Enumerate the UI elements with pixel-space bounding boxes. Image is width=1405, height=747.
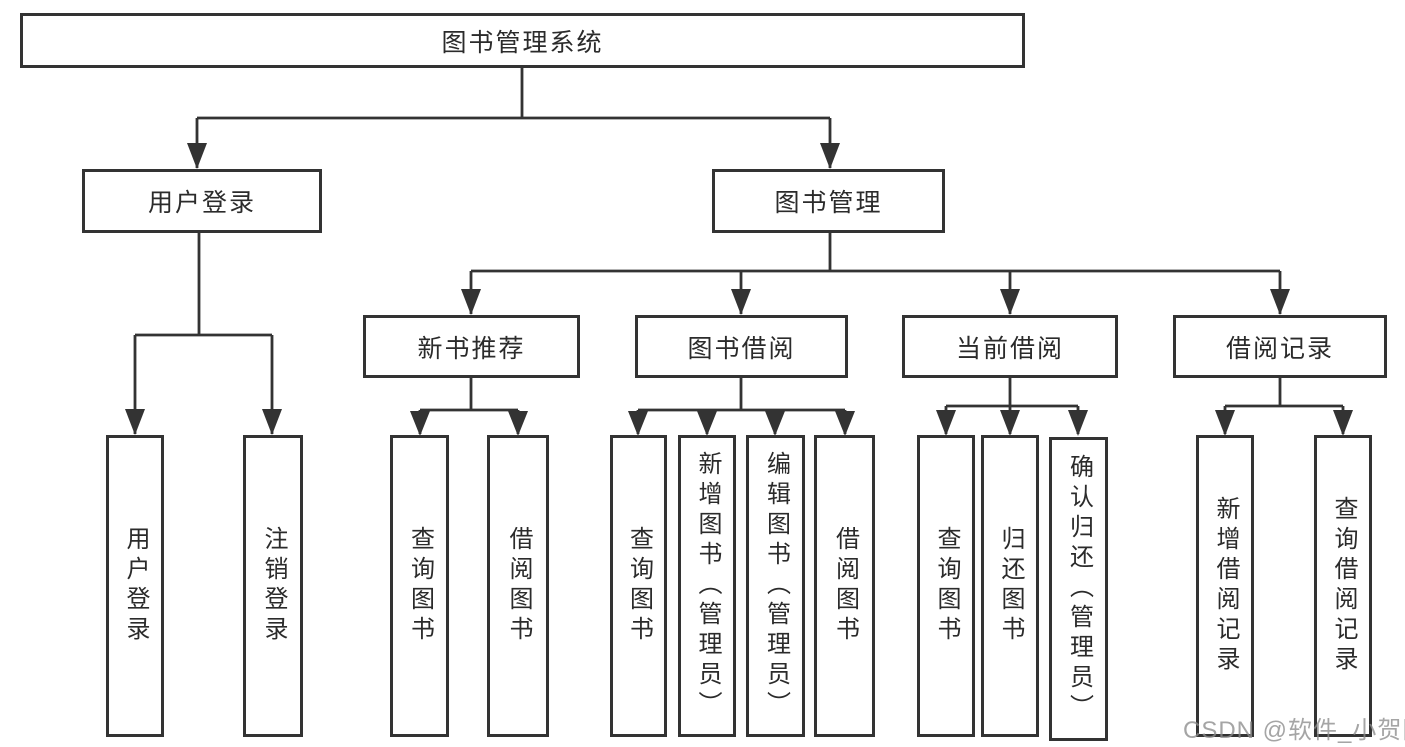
leaf-edit-book-admin: 编辑图书（管理员） [746, 435, 805, 737]
leaf-user-login: 用户登录 [106, 435, 164, 737]
leaf-add-book-admin-label: 新增图书（管理员） [694, 451, 721, 721]
leaf-edit-book-admin-label: 编辑图书（管理员） [762, 451, 790, 721]
node-book-management: 图书管理 [712, 169, 945, 233]
leaf-query-book-1-label: 查询图书 [406, 526, 434, 646]
connector-paths [133, 68, 1345, 434]
node-borrow-record-label: 借阅记录 [1225, 334, 1334, 363]
leaf-query-book-2: 查询图书 [610, 435, 667, 737]
leaf-query-borrow-record: 查询借阅记录 [1314, 435, 1372, 737]
leaf-confirm-return-admin: 确认归还（管理员） [1049, 437, 1108, 741]
leaf-user-login-label: 用户登录 [122, 526, 149, 646]
leaf-return-book-label: 归还图书 [997, 526, 1024, 646]
node-user-login-label: 用户登录 [147, 189, 256, 217]
node-root: 图书管理系统 [20, 13, 1025, 68]
node-borrow-record: 借阅记录 [1173, 315, 1387, 378]
leaf-query-book-1: 查询图书 [390, 435, 449, 737]
leaf-query-book-3: 查询图书 [917, 435, 975, 737]
node-root-label: 图书管理系统 [441, 28, 604, 57]
leaf-logout: 注销登录 [243, 435, 303, 737]
leaf-borrow-book-2-label: 借阅图书 [831, 526, 859, 646]
node-book-borrow-label: 图书借阅 [687, 334, 796, 363]
node-new-book-recommend-label: 新书推荐 [417, 334, 526, 363]
leaf-add-borrow-record-label: 新增借阅记录 [1212, 496, 1239, 676]
leaf-query-book-3-label: 查询图书 [933, 526, 960, 646]
node-book-management-label: 图书管理 [774, 189, 883, 217]
node-book-borrow: 图书借阅 [635, 315, 848, 378]
node-current-borrow-label: 当前借阅 [955, 334, 1064, 363]
leaf-borrow-book-2: 借阅图书 [814, 435, 875, 737]
leaf-return-book: 归还图书 [981, 435, 1039, 737]
leaf-add-book-admin: 新增图书（管理员） [678, 435, 736, 737]
node-current-borrow: 当前借阅 [902, 315, 1118, 378]
leaf-borrow-book-1: 借阅图书 [487, 435, 549, 737]
node-new-book-recommend: 新书推荐 [363, 315, 580, 378]
leaf-logout-label: 注销登录 [260, 526, 287, 646]
arrowheads [125, 143, 1353, 436]
leaf-add-borrow-record: 新增借阅记录 [1196, 435, 1254, 737]
leaf-confirm-return-admin-label: 确认归还（管理员） [1065, 454, 1093, 724]
leaf-borrow-book-1-label: 借阅图书 [505, 526, 532, 646]
node-user-login: 用户登录 [82, 169, 322, 233]
leaf-query-book-2-label: 查询图书 [625, 526, 653, 646]
leaf-query-borrow-record-label: 查询借阅记录 [1330, 496, 1357, 676]
csdn-watermark: CSDN @软件_小贺同学 [1183, 717, 1405, 744]
